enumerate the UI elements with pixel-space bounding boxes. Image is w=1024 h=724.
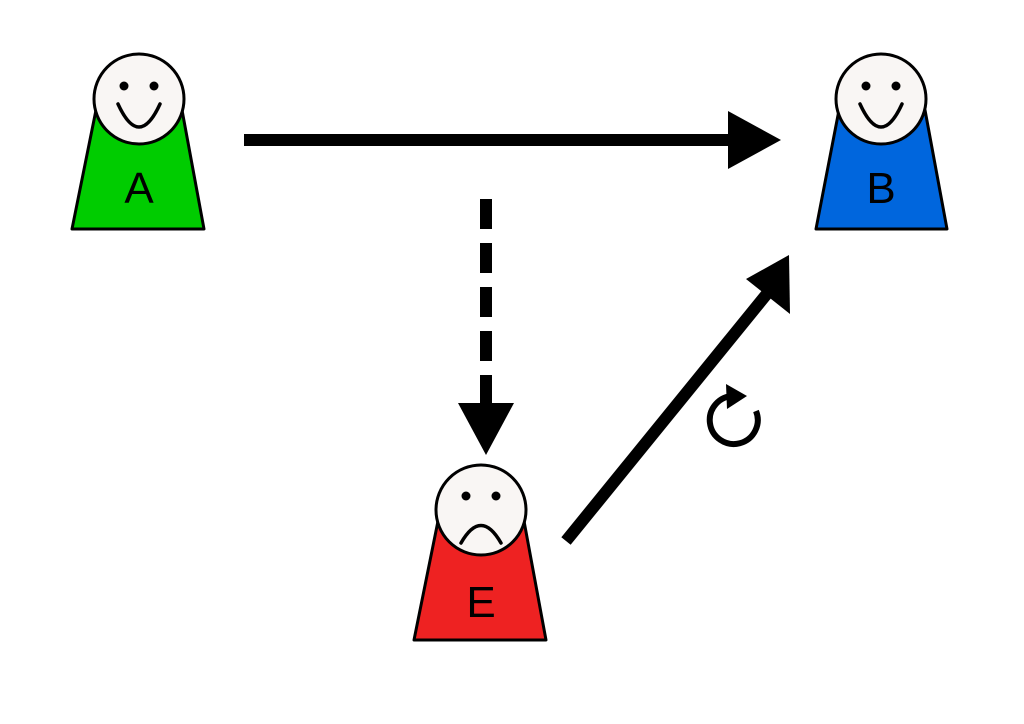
person-a-left-eye <box>119 81 129 91</box>
arrow-a-to-b <box>244 111 781 169</box>
person-e-right-eye <box>491 491 501 501</box>
person-a-label: A <box>124 164 154 213</box>
person-e-left-eye <box>461 491 471 501</box>
arrow-a-to-e-head <box>458 403 514 455</box>
arrow-e-to-b-shaft <box>561 286 775 545</box>
refresh-icon <box>706 384 761 447</box>
person-a-right-eye <box>149 81 159 91</box>
person-b-right-eye <box>891 81 901 91</box>
person-e-label: E <box>466 578 495 627</box>
arrow-e-to-b <box>561 255 790 545</box>
person-b: B <box>814 52 949 231</box>
person-b-left-eye <box>861 81 871 91</box>
person-b-mouth <box>858 102 904 129</box>
person-a-head <box>92 52 186 146</box>
arrow-e-to-b-head <box>746 255 790 314</box>
person-e-mouth <box>459 523 503 545</box>
person-a-mouth <box>116 102 162 129</box>
person-a: A <box>70 52 206 231</box>
person-b-head <box>834 52 928 146</box>
arrow-a-to-b-head <box>728 111 781 169</box>
person-e-head <box>434 463 528 557</box>
person-e: E <box>412 463 548 642</box>
person-b-label: B <box>866 164 895 213</box>
arrow-a-to-e <box>458 199 514 455</box>
